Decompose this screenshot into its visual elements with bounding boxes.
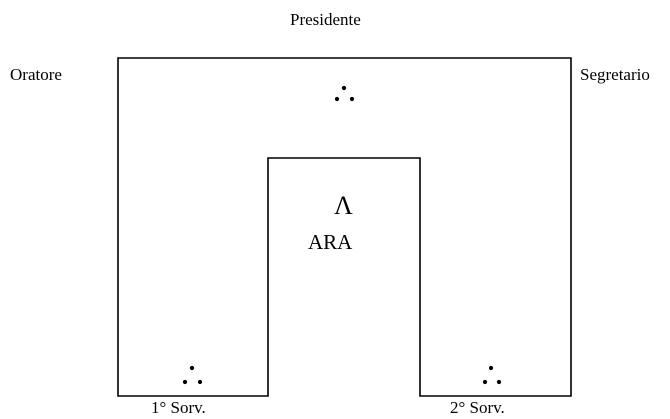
label-secondo-sorvegliante: 2° Sorv. — [450, 398, 505, 417]
three-dots-bottom-right-icon — [482, 365, 502, 385]
label-segretario: Segretario — [580, 65, 650, 84]
label-ara: ARA — [308, 230, 353, 254]
label-primo-sorvegliante: 1° Sorv. — [151, 398, 206, 417]
label-presidente: Presidente — [290, 10, 361, 29]
label-oratore: Oratore — [10, 65, 62, 84]
three-dots-top-icon — [334, 85, 355, 102]
lambda-symbol: Λ — [334, 191, 353, 220]
three-dots-bottom-left-icon — [182, 365, 203, 385]
lodge-outline — [117, 57, 572, 397]
